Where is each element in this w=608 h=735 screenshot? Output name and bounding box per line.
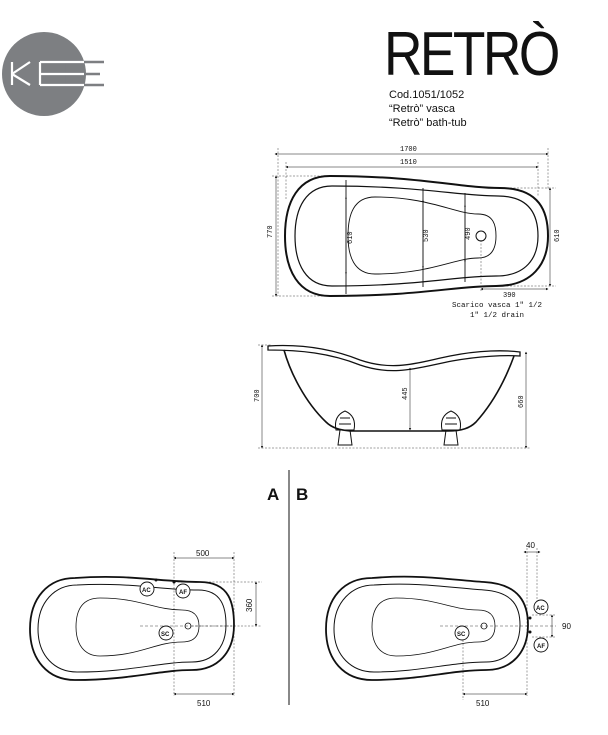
plan-a-dim-side: 360 (245, 598, 254, 612)
dim-inner-depth: 445 (402, 387, 410, 400)
section-b-label: B (296, 485, 308, 504)
plan-b-tag-sc: SC (457, 632, 466, 638)
plan-b-tag-ac: AC (536, 606, 545, 612)
dim-width-right: 610 (554, 229, 562, 242)
section-a-label: A (267, 485, 279, 504)
plan-b-dim-side: 90 (562, 622, 571, 631)
plan-b-dim-bottom: 510 (476, 699, 490, 708)
dim-width-basin: 490 (465, 227, 473, 240)
product-title: RETRÒ (384, 20, 560, 89)
dim-length-total: 1700 (400, 146, 417, 154)
dim-length-inner: 1510 (400, 159, 417, 167)
left-claw-foot (335, 410, 355, 446)
plan-b (325, 548, 556, 700)
product-name-it: “Retrò” vasca (389, 103, 456, 115)
dim-height-total: 700 (254, 389, 262, 402)
dim-drain-offset: 390 (503, 292, 516, 300)
dim-width-mid: 530 (423, 229, 431, 242)
right-claw-foot (441, 410, 461, 446)
product-name-en: “Retrò” bath-tub (389, 117, 467, 129)
product-code: Cod.1051/1052 (389, 89, 465, 101)
plan-a-tag-sc: SC (161, 632, 170, 638)
dim-height-end: 660 (518, 395, 526, 408)
dim-width-inner: 610 (347, 231, 355, 244)
plan-a-tag-ac: AC (142, 588, 151, 594)
drain-note-it: Scarico vasca 1" 1/2 (452, 302, 542, 310)
plan-a (29, 552, 262, 696)
side-view (258, 344, 530, 449)
plan-b-tag-af: AF (537, 644, 545, 650)
plan-a-tag-af: AF (179, 590, 187, 596)
dim-width-total: 770 (267, 225, 275, 238)
drain-note-en: 1" 1/2 drain (470, 312, 524, 320)
logo-lettering (10, 61, 31, 86)
plan-a-dim-top: 500 (196, 549, 210, 558)
top-view (272, 148, 556, 298)
plan-a-dim-bottom: 510 (197, 699, 211, 708)
plan-b-dim-top: 40 (526, 541, 535, 550)
brand-logo (2, 32, 104, 116)
